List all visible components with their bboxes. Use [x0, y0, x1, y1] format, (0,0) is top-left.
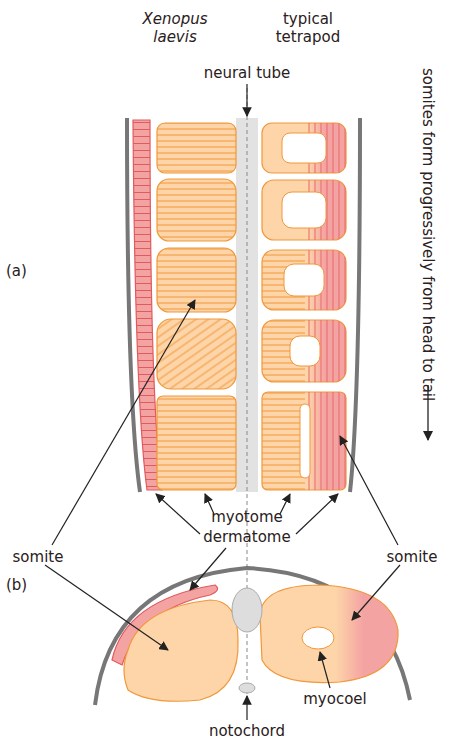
leader-line	[296, 494, 338, 534]
panel-letter: (a)	[6, 262, 46, 280]
myocoel-cavity	[282, 133, 326, 163]
panel-letter: (b)	[6, 576, 46, 594]
myotome-block	[157, 248, 236, 312]
leader-line	[340, 436, 398, 545]
neural-tube-section	[232, 588, 262, 632]
xenopus-myotomes	[157, 123, 236, 490]
muscle-fibres	[157, 396, 236, 490]
muscle-fibres	[157, 319, 236, 389]
leader-line	[246, 84, 247, 116]
leader-line	[156, 494, 200, 534]
dermatome-striations	[304, 180, 346, 240]
leader-line	[52, 300, 195, 545]
part-label: somite	[377, 548, 447, 566]
myotome-block	[157, 179, 236, 241]
muscle-fibres	[157, 123, 236, 173]
dermatome-striations	[304, 320, 346, 382]
part-label: dermatome	[192, 528, 302, 546]
somite-block	[262, 123, 346, 173]
leader-line	[190, 548, 226, 590]
muscle-fibres	[262, 320, 305, 382]
leader-line	[45, 565, 168, 650]
part-label: neural tube	[182, 64, 312, 82]
part-label: notochord	[192, 722, 302, 740]
leader-line	[320, 652, 330, 688]
dermatome-striations	[304, 123, 346, 173]
column-heading: Xenopus laevis	[130, 10, 220, 46]
myocoel-cavity	[282, 192, 326, 228]
axis-note: somites form progressively from head to …	[419, 68, 437, 388]
somite-section	[260, 585, 398, 683]
muscle-fibres	[157, 179, 236, 241]
body-wall	[350, 118, 360, 492]
body-wall-section	[95, 568, 410, 705]
leader-line	[246, 696, 247, 720]
muscle-fibres	[157, 248, 236, 312]
somite-section	[124, 600, 238, 701]
myocoel-cavity	[290, 336, 320, 366]
progression-arrow	[427, 385, 428, 440]
part-label: myotome	[197, 508, 297, 526]
leader-line	[352, 565, 400, 620]
part-label: myocoel	[290, 690, 380, 708]
somite-block	[262, 250, 346, 310]
dermatome-striations	[304, 392, 346, 490]
part-label: somite	[3, 548, 73, 566]
column-heading: typical tetrapod	[263, 10, 353, 46]
leader-lines	[45, 84, 400, 720]
myotome-block	[157, 123, 236, 173]
notochord-section	[239, 683, 255, 693]
myotome-block	[157, 319, 236, 389]
tetrapod-somites	[262, 123, 346, 490]
somite-block	[262, 180, 346, 240]
myotome-block	[157, 396, 236, 490]
dermatome-striations	[304, 250, 346, 310]
somite-block	[262, 320, 346, 382]
muscle-fibres	[262, 392, 305, 490]
somite-block	[262, 392, 346, 490]
myocoel-slit	[300, 404, 310, 478]
myocoel-cavity	[302, 627, 334, 649]
muscle-fibres	[262, 250, 305, 310]
myocoel-cavity	[284, 264, 324, 296]
